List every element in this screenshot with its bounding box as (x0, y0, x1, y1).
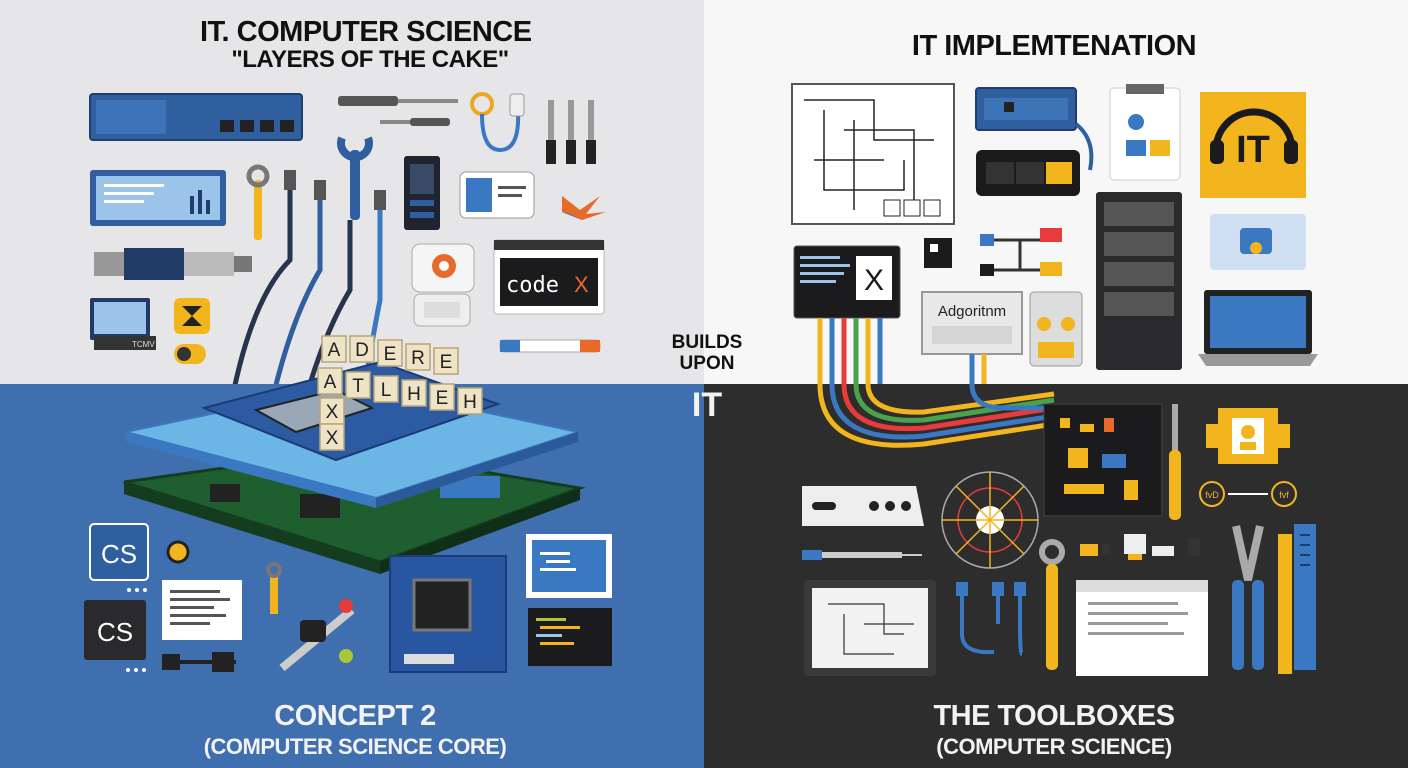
title-implementation: IT IMPLEMTENATION (911, 30, 1197, 62)
soldering-tool-icon (266, 562, 355, 672)
builds-upon-line1: BUILDS (671, 332, 743, 353)
document-window-icon (1076, 580, 1208, 676)
status-dot-icon (166, 540, 190, 564)
terminal-window-icon: X (793, 245, 901, 319)
profile-card-icon (1206, 408, 1290, 464)
cloud-lock-screen-icon (1210, 214, 1306, 270)
monitor-caption: TCMV (132, 340, 155, 349)
title-concept: CONCEPT 2 (274, 700, 436, 732)
bl-canvas: CS CS (0, 384, 704, 768)
network-device-icon (975, 87, 1077, 131)
small-switches-icon (1080, 534, 1200, 560)
quadrant-concept-2: CS CS CONCEPT 2 (COMPUTER (0, 384, 704, 768)
power-supply-icon (976, 122, 1094, 196)
center-it-label: IT (691, 386, 723, 424)
dashboard-monitor-icon (90, 170, 226, 226)
server-panel-icon (404, 156, 440, 230)
probe-stick-icon (802, 550, 922, 560)
adjustable-wrench-icon (337, 136, 373, 220)
code-window-x: X (574, 272, 589, 297)
connector-fitting-icon (94, 248, 252, 280)
terminal-x: X (864, 264, 884, 297)
id-card-icon (459, 171, 535, 219)
title-toolboxes-subtitle: (COMPUTER SCIENCE) (936, 734, 1172, 759)
tl-canvas: code X TCMV (0, 0, 704, 384)
compass-icon (562, 196, 606, 220)
cs-badge-2: CS (84, 600, 146, 672)
schematic-diagram-icon (791, 83, 955, 225)
title-line1: IT. COMPUTER SCIENCE (200, 16, 532, 48)
cs-badge-1-label: CS (101, 539, 137, 569)
title-toolboxes: THE TOOLBOXES (933, 700, 1175, 732)
document-page-icon (162, 580, 242, 640)
mouse-pad-icon (413, 293, 471, 327)
server-rack-icon (1096, 192, 1182, 370)
bundle-cables-icon (817, 318, 987, 384)
network-switch-icon (89, 93, 303, 141)
wrench-yellow-icon (1039, 539, 1065, 670)
screwdriver-yellow-icon (1169, 404, 1181, 520)
algorithm-box: Adgoritnm (921, 291, 1023, 355)
it-support-badge: IT (1200, 92, 1306, 198)
quadrant-it-implementation: IT X Adgoritnm (704, 0, 1408, 384)
cs-badge-1: CS (89, 523, 149, 592)
power-strip-icon (802, 486, 924, 526)
code-screen-1-icon (526, 534, 612, 598)
title-concept-subtitle: (COMPUTER SCIENCE CORE) (203, 734, 507, 759)
cpu-chip-icon (389, 555, 507, 673)
network-cables-small-icon (956, 582, 1026, 656)
clipboard-profile-icon (1109, 84, 1181, 181)
probe-tools-icon (546, 100, 596, 164)
cable-bundle-continued-icon (817, 384, 1055, 448)
pliers-icon (1232, 525, 1264, 670)
laptop-icon (1198, 290, 1318, 366)
drive-tool-icon (1029, 291, 1083, 367)
cable-pen-icon (499, 339, 601, 353)
it-badge-label: IT (1236, 129, 1270, 171)
connector-cables-icon (980, 228, 1062, 276)
wrench-icon (246, 164, 270, 240)
cable-connector-icon (162, 652, 236, 672)
br-canvas: fvD fvf (704, 384, 1408, 768)
screwdriver-icon (338, 96, 458, 126)
radial-chart-icon (941, 471, 1039, 569)
security-token-icon (411, 243, 475, 293)
cable-tester-icon (470, 92, 525, 153)
ruler-icon (1278, 524, 1316, 674)
puzzle-block-icon (924, 238, 952, 268)
blueprint-tablet-icon (804, 580, 936, 676)
hourglass-icon (174, 298, 210, 364)
tr-canvas: IT X Adgoritnm (704, 0, 1408, 384)
small-monitor-icon: TCMV (90, 298, 156, 350)
code-window-icon: code X (493, 239, 605, 315)
bidirectional-connector-icon: fvD fvf (1199, 481, 1297, 507)
code-screen-2-icon (528, 608, 612, 666)
cs-badge-2-label: CS (97, 617, 133, 647)
builds-upon-line2: UPON (679, 353, 735, 374)
code-window-word: code (506, 273, 559, 298)
builds-upon-label: BUILDS UPON (652, 332, 762, 374)
title-line2: "LAYERS OF THE CAKE" (231, 46, 509, 73)
connector-right-label: fvf (1279, 490, 1289, 500)
connector-left-label: fvD (1205, 490, 1219, 500)
circuit-board-icon (1043, 403, 1163, 517)
quadrant-it-computer-science: code X TCMV IT. COMPUTER SCIENCE "LAYERS… (0, 0, 704, 384)
quadrant-toolboxes: fvD fvf (704, 384, 1408, 768)
algorithm-box-label: Adgoritnm (938, 303, 1006, 320)
